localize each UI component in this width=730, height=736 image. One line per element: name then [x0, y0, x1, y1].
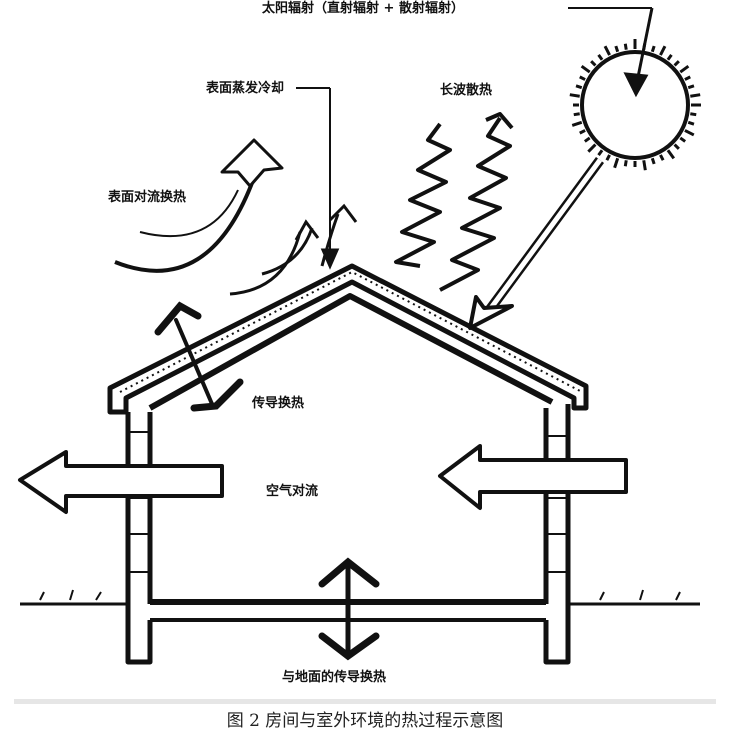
sun-ray [679, 64, 690, 74]
sun-ray [590, 60, 597, 67]
sun-ray [650, 45, 656, 53]
sun-ray [569, 93, 580, 98]
sun-ray [623, 43, 628, 50]
sun-ray [579, 75, 586, 81]
figure-caption: 图 2 房间与室外环境的热过程示意图 [226, 711, 504, 731]
sun-ray [597, 149, 604, 157]
sun-ray [659, 45, 667, 56]
sun-ray [666, 53, 673, 61]
sun-ray [603, 45, 611, 56]
air-convection-arrows [18, 444, 628, 514]
solar-radiation-arrow [568, 7, 654, 98]
air-convection-label: 空气对流 [266, 483, 318, 499]
longwave-label: 长波散热 [440, 82, 492, 98]
sun-ray [690, 93, 701, 98]
sun-ray [650, 157, 656, 165]
sun-ray [673, 60, 680, 67]
sun-ray [580, 64, 591, 74]
sun-ray [579, 129, 586, 135]
sun-ray [614, 45, 620, 53]
separator [14, 699, 716, 704]
sun-ray [687, 84, 695, 90]
longwave-radiation-icon [394, 112, 514, 292]
ground-conduction-label: 与地面的传导换热 [282, 669, 386, 685]
solar-incident-arrow [468, 295, 514, 330]
evaporation-label: 表面蒸发冷却 [205, 80, 284, 96]
conduction-label: 传导换热 [251, 395, 304, 411]
sun-ray [587, 143, 597, 153]
sun-ray [605, 154, 611, 161]
sun-ray [613, 157, 620, 169]
sun-ray [597, 53, 604, 61]
sun-ray [623, 160, 628, 167]
evaporation-arrows [229, 87, 358, 296]
sun-ray [666, 149, 676, 160]
sun-ray [673, 143, 680, 150]
ground-conduction-arrow [318, 557, 380, 661]
sun-ray [687, 120, 695, 126]
sun-ray [684, 129, 695, 137]
sun-ray [583, 136, 591, 143]
sun-ray [642, 160, 647, 171]
sun-ray [679, 136, 687, 143]
sun-icon [483, 39, 701, 315]
sun-ray [571, 120, 583, 127]
sun-ray [684, 75, 691, 81]
solar-radiation-label: 太阳辐射（直射辐射 + 散射辐射） [261, 0, 464, 16]
sun-ray [690, 112, 697, 117]
surface-convection-label: 表面对流换热 [107, 189, 186, 205]
surface-convection-arrows [114, 138, 284, 273]
sun-ray [659, 154, 665, 161]
sun-ray [573, 112, 580, 117]
conduction-arrow [154, 301, 244, 412]
sun-ray [575, 84, 583, 90]
